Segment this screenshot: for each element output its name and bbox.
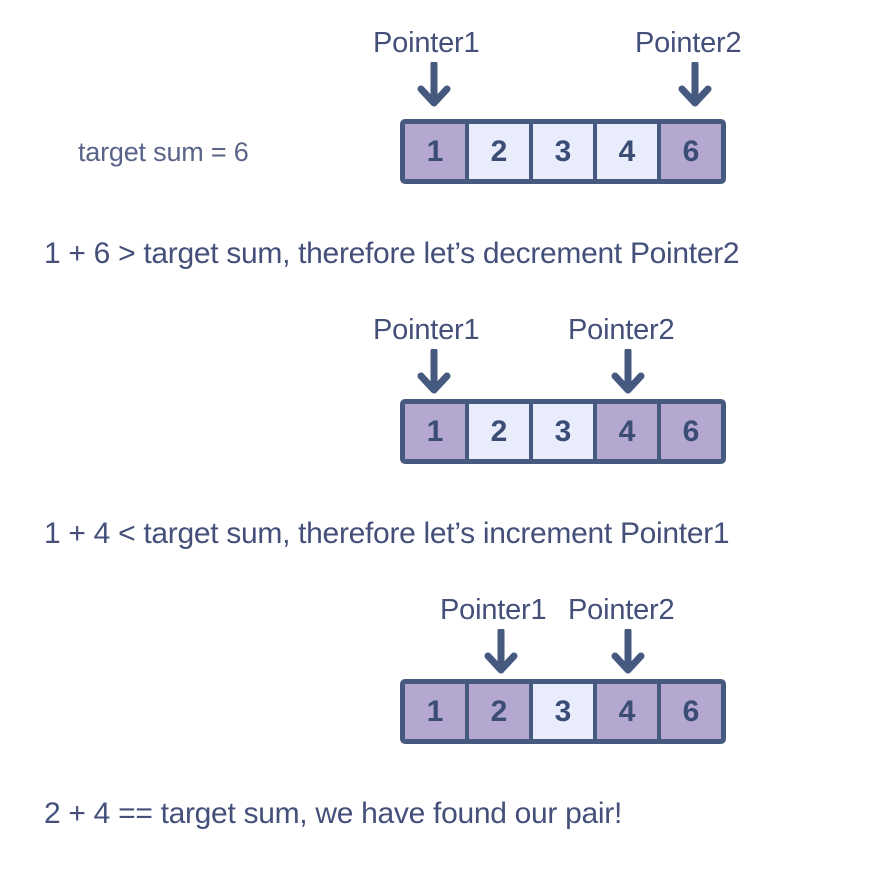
pointer-label-2: Pointer2 <box>635 27 742 59</box>
array-cell: 4 <box>597 684 657 739</box>
step-caption-3: 2 + 4 == target sum, we have found our p… <box>44 797 622 830</box>
arrow-down-icon <box>414 349 454 397</box>
arrow-down-icon <box>675 62 715 110</box>
array-cell: 1 <box>405 124 465 179</box>
step-caption-1: 1 + 6 > target sum, therefore let’s decr… <box>44 237 740 270</box>
arrow-down-icon <box>608 629 648 677</box>
array-cell: 3 <box>533 124 593 179</box>
pointer-label-2: Pointer2 <box>568 314 675 346</box>
array-cell: 4 <box>597 124 657 179</box>
array-cell: 2 <box>469 124 529 179</box>
array-cell: 6 <box>661 684 721 739</box>
arrow-down-icon <box>608 349 648 397</box>
pointer-label-1: Pointer1 <box>373 27 480 59</box>
array-cell: 3 <box>533 684 593 739</box>
array-cell: 6 <box>661 404 721 459</box>
pointer-label-1: Pointer1 <box>440 594 547 626</box>
array-cell: 3 <box>533 404 593 459</box>
step-caption-2: 1 + 4 < target sum, therefore let’s incr… <box>44 517 730 550</box>
array-cell: 2 <box>469 404 529 459</box>
arrow-down-icon <box>481 629 521 677</box>
array-cell: 4 <box>597 404 657 459</box>
pointer-label-2: Pointer2 <box>568 594 675 626</box>
arrow-down-icon <box>414 62 454 110</box>
pointer-label-1: Pointer1 <box>373 314 480 346</box>
array-cell: 1 <box>405 404 465 459</box>
array-cell: 6 <box>661 124 721 179</box>
array-cell: 1 <box>405 684 465 739</box>
array-cell: 2 <box>469 684 529 739</box>
target-sum-note: target sum = 6 <box>78 137 249 167</box>
